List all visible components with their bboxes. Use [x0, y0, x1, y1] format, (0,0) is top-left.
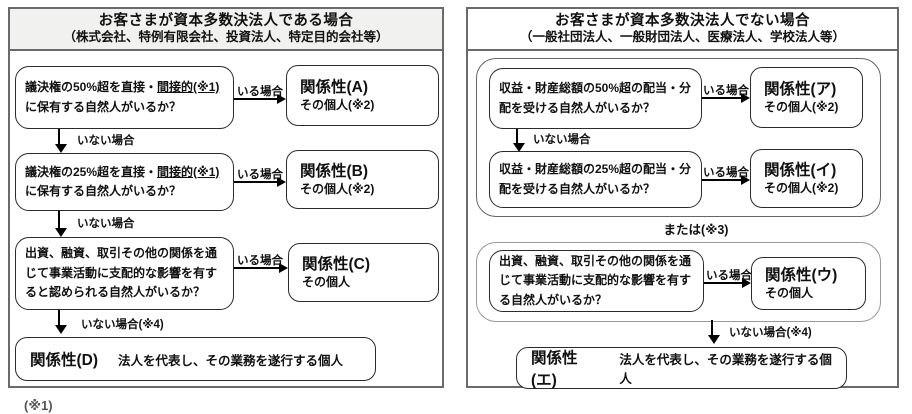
relationship-i-kana-title: 関係性(イ)	[764, 161, 837, 179]
arrow-down-icon	[513, 129, 525, 152]
arrow-right-icon	[702, 93, 750, 103]
arrow-right-icon	[234, 94, 286, 104]
relationship-b-sub: その個人(※2)	[300, 181, 375, 196]
arrow-right-icon	[704, 278, 751, 288]
no-case-label: いない場合	[77, 218, 135, 230]
panel-header: お客さまが資本多数決法人でない場合 （一般社団法人、一般財団法人、医療法人、学校…	[468, 9, 897, 51]
relationship-e-kana-title: 関係性(エ)	[531, 350, 578, 389]
relationship-a-box: 関係性(A) その個人(※2)	[286, 65, 439, 126]
question-text: 出資、融資、取引その他の関係を通じて事業活動に支配的な影響を有する自然人がいるか…	[499, 253, 692, 307]
yes-case-label: いる場合	[703, 85, 749, 97]
arrow-down-icon	[55, 310, 67, 334]
yes-case-label: いる場合	[706, 270, 752, 282]
question-box-voting-25pct: 議決権の25%超を直接・間接的(※1)に保有する自然人がいるか？	[15, 153, 234, 211]
relationship-u-kana-box: 関係性(ウ) その個人	[751, 257, 866, 310]
panel-title: お客さまが資本多数決法人である場合	[98, 13, 354, 30]
question-text: 出資、融資、取引その他の関係を通じて事業活動に支配的な影響を有すると認められる自…	[25, 246, 218, 300]
question-box-voting-50pct: 議決権の50%超を直接・間接的(※1)に保有する自然人がいるか？	[15, 66, 234, 129]
relationship-d-title: 関係性(D)	[30, 352, 99, 369]
arrow-right-icon	[234, 263, 288, 273]
yes-case-label: いる場合	[703, 167, 749, 179]
relationship-a-title: 関係性(A)	[300, 78, 369, 96]
group-outline-influence-test	[476, 242, 881, 322]
yes-case-label: いる場合	[237, 86, 283, 98]
panel-subtitle: （一般社団法人、一般財団法人、医療法人、学校法人等）	[519, 30, 845, 45]
question-text: 収益・財産総額の50%超の配当・分配を受ける自然人がいるか？	[499, 81, 692, 115]
no-case-note4-label: いない場合(※4)	[729, 327, 812, 339]
or-note3-label: または(※3)	[663, 223, 729, 237]
question-box-dominant-influence: 出資、融資、取引その他の関係を通じて事業活動に支配的な影響を有する自然人がいるか…	[489, 250, 704, 312]
arrow-right-icon	[702, 175, 750, 185]
panel-title: お客さまが資本多数決法人でない場合	[555, 13, 810, 30]
relationship-d-text: 法人を代表し、その業務を遂行する個人	[118, 353, 344, 368]
relationship-e-kana-box: 関係性(エ) 法人を代表し、その業務を遂行する個人	[516, 347, 847, 389]
question-box-dividend-50pct: 収益・財産総額の50%超の配当・分配を受ける自然人がいるか？	[489, 68, 702, 129]
relationship-a-kana-box: 関係性(ア) その個人(※2)	[750, 67, 863, 128]
arrow-right-icon	[234, 177, 286, 187]
group-outline-dividend-tests	[476, 58, 881, 217]
no-case-label: いない場合	[77, 135, 135, 147]
relationship-e-kana-text: 法人を代表し、その業務を遂行する個人	[619, 353, 832, 386]
relationship-c-box: 関係性(C) その個人	[288, 243, 439, 302]
relationship-c-sub: その個人	[302, 274, 351, 289]
arrow-down-icon	[55, 211, 67, 237]
relationship-u-kana-title: 関係性(ウ)	[765, 266, 838, 284]
yes-case-label: いる場合	[237, 255, 283, 267]
panel-header: お客さまが資本多数決法人である場合 （株式会社、特例有限会社、投資法人、特定目的…	[10, 9, 442, 51]
panel-capital-majority-corp: お客さまが資本多数決法人である場合 （株式会社、特例有限会社、投資法人、特定目的…	[8, 7, 444, 388]
question-text: 議決権の50%超を直接・間接的(※1)に保有する自然人がいるか？	[25, 80, 220, 114]
relationship-a-kana-sub: その個人(※2)	[764, 99, 839, 114]
question-text: 収益・財産総額の25%超の配当・分配を受ける自然人がいるか？	[499, 162, 692, 196]
yes-case-label: いる場合	[237, 169, 283, 181]
no-case-label: いない場合	[533, 134, 591, 146]
relationship-c-title: 関係性(C)	[302, 255, 371, 273]
relationship-i-kana-sub: その個人(※2)	[764, 180, 839, 195]
no-case-note4-label: いない場合(※4)	[81, 319, 164, 331]
question-box-dividend-25pct: 収益・財産総額の25%超の配当・分配を受ける自然人がいるか？	[489, 151, 702, 208]
question-text: 議決権の25%超を直接・間接的(※1)に保有する自然人がいるか？	[25, 164, 220, 198]
footnote-fragment: (※1)	[24, 398, 53, 413]
relationship-b-box: 関係性(B) その個人(※2)	[286, 150, 439, 209]
relationship-a-sub: その個人(※2)	[300, 97, 375, 112]
relationship-a-kana-title: 関係性(ア)	[764, 80, 837, 98]
panel-non-capital-majority-corp: お客さまが資本多数決法人でない場合 （一般社団法人、一般財団法人、医療法人、学校…	[466, 7, 899, 389]
relationship-d-box: 関係性(D) 法人を代表し、その業務を遂行する個人	[15, 337, 376, 381]
arrow-down-icon	[708, 320, 720, 344]
arrow-down-icon	[55, 129, 67, 153]
panel-subtitle: （株式会社、特例有限会社、投資法人、特定目的会社等）	[63, 30, 389, 45]
relationship-b-title: 関係性(B)	[300, 162, 369, 180]
relationship-u-kana-sub: その個人	[765, 285, 814, 300]
relationship-i-kana-box: 関係性(イ) その個人(※2)	[750, 149, 863, 208]
question-box-dominant-influence: 出資、融資、取引その他の関係を通じて事業活動に支配的な影響を有すると認められる自…	[15, 237, 234, 310]
